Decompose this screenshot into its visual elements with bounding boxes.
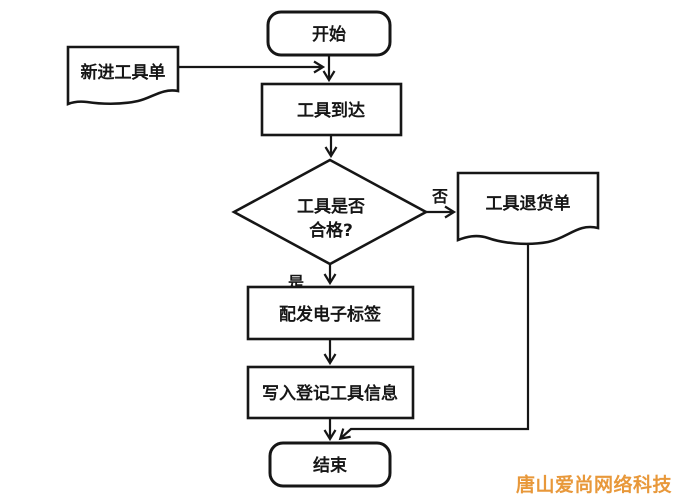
node-decision: 工具是否 合格?: [231, 158, 429, 266]
node-start-label: 开始: [312, 24, 346, 45]
edge-returndoc-to-end: [338, 243, 530, 441]
node-end: 结束: [268, 441, 392, 488]
node-return-document-label: 工具退货单: [486, 193, 571, 214]
node-tool-arrival: 工具到达: [260, 82, 403, 137]
node-return-document: 工具退货单: [456, 171, 600, 246]
node-new-tool-document-label: 新进工具单: [81, 62, 166, 83]
node-write-info-label: 写入登记工具信息: [262, 383, 398, 404]
node-decision-label-line2: 合格?: [309, 220, 353, 241]
node-start: 开始: [266, 10, 392, 57]
node-end-label: 结束: [313, 455, 347, 476]
node-decision-label-line1: 工具是否: [297, 197, 365, 217]
edge-label-no: 否: [431, 187, 448, 206]
node-assign-tag-label: 配发电子标签: [279, 304, 382, 325]
node-write-info: 写入登记工具信息: [246, 365, 415, 420]
node-tool-arrival-label: 工具到达: [297, 100, 365, 121]
watermark-text: 唐山爱尚网络科技: [516, 473, 673, 496]
node-new-tool-document: 新进工具单: [66, 45, 180, 106]
node-assign-tag: 配发电子标签: [246, 285, 415, 341]
